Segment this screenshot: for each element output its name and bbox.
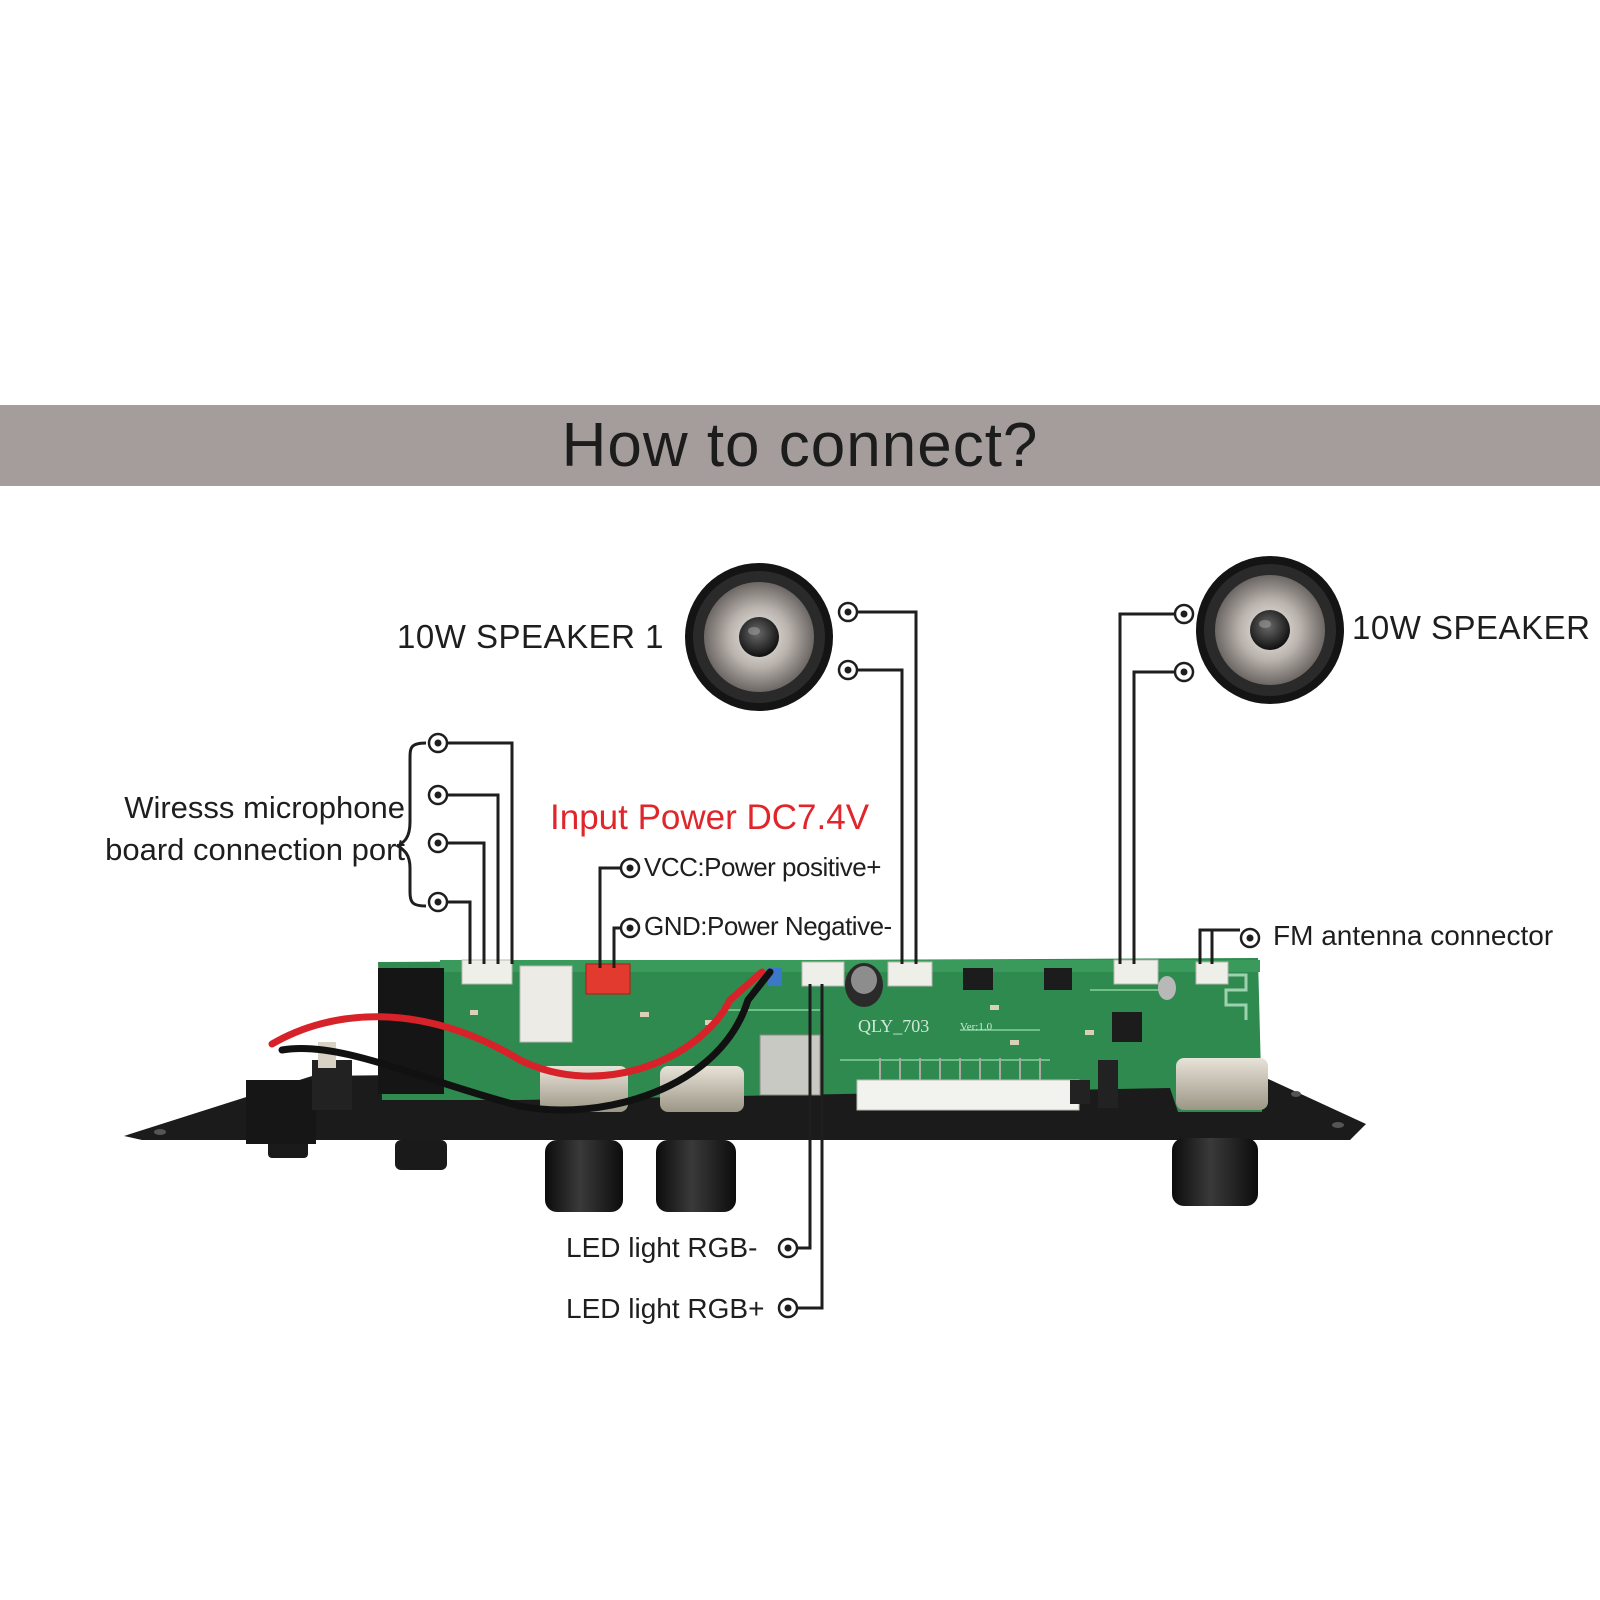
led-rgb-plus-label: LED light RGB+ xyxy=(566,1293,765,1324)
gnd-label: GND:Power Negative- xyxy=(644,911,892,941)
board-version-label: Ver:1.0 xyxy=(960,1021,993,1033)
side-jack xyxy=(246,1042,352,1144)
speaker-2-icon xyxy=(1196,556,1344,704)
power-cable xyxy=(268,968,774,1114)
board-model-label: QLY_703 xyxy=(858,1016,929,1036)
title-banner xyxy=(0,405,1600,486)
terminal-icons xyxy=(427,601,1261,1319)
vcc-label: VCC:Power positive+ xyxy=(644,852,881,882)
microphone-port-label: Wiresss microphone board connection port xyxy=(60,787,405,871)
callout-lines xyxy=(395,610,1240,1310)
input-power-label: Input Power DC7.4V xyxy=(550,798,870,837)
board-connectors xyxy=(461,959,1229,987)
speaker-1-icon xyxy=(685,563,833,711)
fm-antenna-label: FM antenna connector xyxy=(1273,920,1554,951)
microphone-label-line2: board connection port xyxy=(105,832,405,867)
microphone-label-line1: Wiresss microphone xyxy=(124,790,405,825)
page-title: How to connect? xyxy=(561,411,1039,480)
speaker-2-label: 10W SPEAKER 2 xyxy=(1352,609,1600,646)
led-rgb-minus-label: LED light RGB- xyxy=(566,1232,758,1263)
power-connector xyxy=(585,963,631,995)
volume-knobs xyxy=(268,1138,1258,1212)
speaker-1-label: 10W SPEAKER 1 xyxy=(397,618,664,655)
